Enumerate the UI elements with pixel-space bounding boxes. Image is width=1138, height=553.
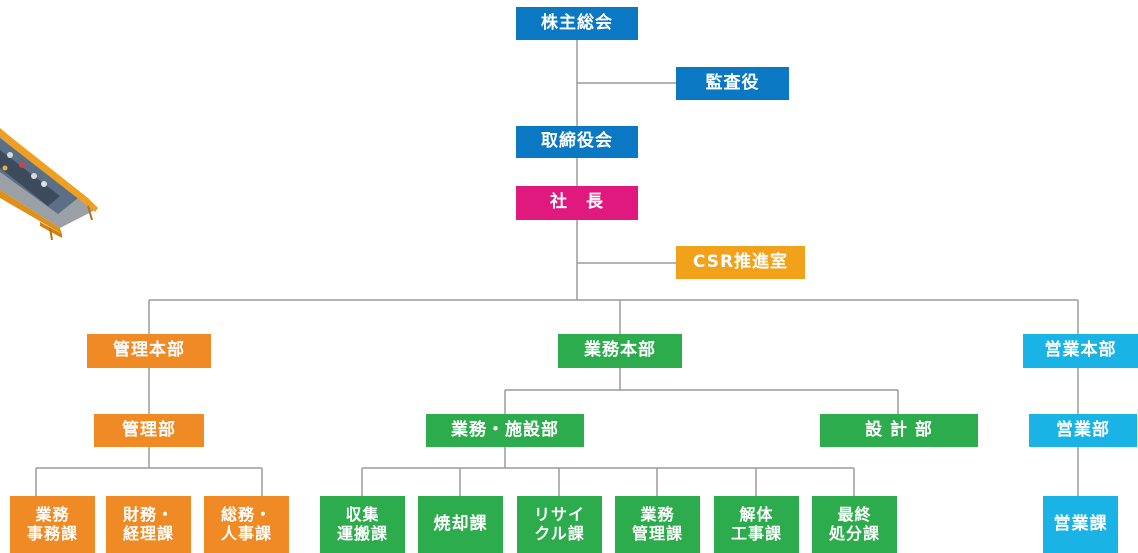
admin-dept-box: 管理部 [94,414,204,447]
operations-facility-dept-box: 業務・施設部 [426,414,584,447]
design-dept-box: 設 計 部 [820,414,978,447]
operations-section-4: 業務 管理課 [615,496,700,553]
operations-section-1: 収集 運搬課 [320,496,405,553]
sales-dept-box: 営業部 [1029,414,1137,447]
csr-office-box: CSR推進室 [676,246,805,279]
operations-section-3: リサイ クル課 [517,496,602,553]
board-of-directors-box: 取締役会 [516,126,638,158]
admin-section-1: 業務 事務課 [10,496,95,553]
sales-section-box: 営業課 [1043,496,1118,553]
operations-section-2: 焼却課 [418,496,503,553]
sales-hq-box: 営業本部 [1023,334,1138,368]
conveyor-machine-illustration [0,128,98,241]
president-box: 社 長 [516,186,638,220]
admin-section-2: 財務・ 経理課 [106,496,191,553]
operations-section-6: 最終 処分課 [812,496,897,553]
operations-section-5: 解体 工事課 [714,496,799,553]
shareholders-meeting-box: 株主総会 [516,7,638,40]
operations-hq-box: 業務本部 [558,334,682,368]
admin-section-3: 総務・ 人事課 [204,496,289,553]
auditor-box: 監査役 [676,67,789,100]
admin-hq-box: 管理本部 [87,334,211,368]
